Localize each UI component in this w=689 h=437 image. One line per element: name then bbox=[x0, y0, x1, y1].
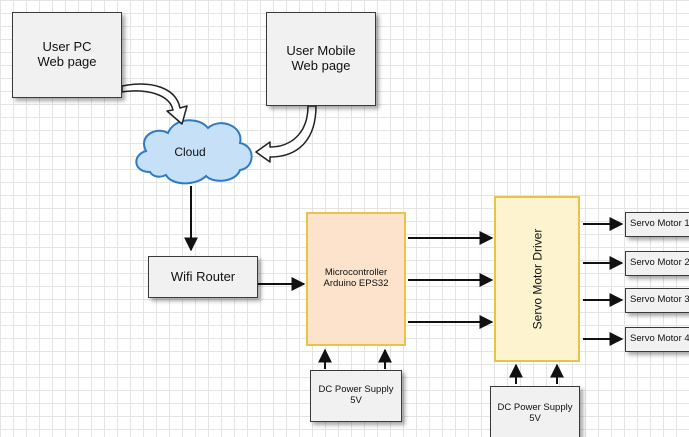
mobile-to-cloud-arrow bbox=[255, 105, 317, 163]
wifi-router-node: Wifi Router bbox=[148, 256, 258, 298]
dc-supply-mcu-label-line2: 5V bbox=[350, 395, 362, 406]
cloud-shape bbox=[135, 119, 253, 185]
servo-driver-node: Servo Motor Driver bbox=[494, 196, 580, 362]
dc-supply-mcu-label-line1: DC Power Supply bbox=[318, 384, 394, 396]
wifi-router-label: Wifi Router bbox=[170, 268, 236, 284]
user-mobile-label-line1: User Mobile bbox=[286, 43, 356, 59]
microcontroller-label-line2: Arduino EPS32 bbox=[323, 278, 389, 289]
user-mobile-label-line2: Web page bbox=[291, 58, 351, 73]
servo-driver-label: Servo Motor Driver bbox=[530, 228, 544, 330]
servo-motor-label: Servo Motor 3 bbox=[630, 294, 689, 306]
servo-motor-label: Servo Motor 4 bbox=[630, 333, 689, 345]
servo-motor-node: Servo Motor 1 bbox=[625, 212, 689, 237]
dc-supply-driver-label-line2: 5V bbox=[529, 413, 541, 424]
dc-supply-driver-label-line1: DC Power Supply bbox=[497, 402, 573, 414]
servo-motor-label: Servo Motor 1 bbox=[630, 218, 689, 230]
dc-supply-driver-node: DC Power Supply 5V bbox=[490, 386, 580, 437]
dc-supply-mcu-node: DC Power Supply 5V bbox=[310, 370, 402, 422]
cloud-label: Cloud bbox=[174, 145, 206, 159]
servo-motor-node: Servo Motor 4 bbox=[625, 327, 689, 352]
servo-motor-node: Servo Motor 3 bbox=[625, 288, 689, 313]
servo-motor-label: Servo Motor 2 bbox=[630, 257, 689, 269]
microcontroller-label-line1: Microcontroller bbox=[324, 267, 388, 279]
user-pc-label-line2: Web page bbox=[37, 54, 97, 69]
user-pc-label-line1: User PC bbox=[42, 39, 92, 55]
servo-motor-node: Servo Motor 2 bbox=[625, 251, 689, 276]
user-pc-node: User PC Web page bbox=[12, 12, 122, 98]
user-mobile-node: User Mobile Web page bbox=[266, 12, 376, 106]
microcontroller-node: Microcontroller Arduino EPS32 bbox=[306, 212, 406, 346]
pc-to-cloud-arrow bbox=[121, 83, 188, 125]
